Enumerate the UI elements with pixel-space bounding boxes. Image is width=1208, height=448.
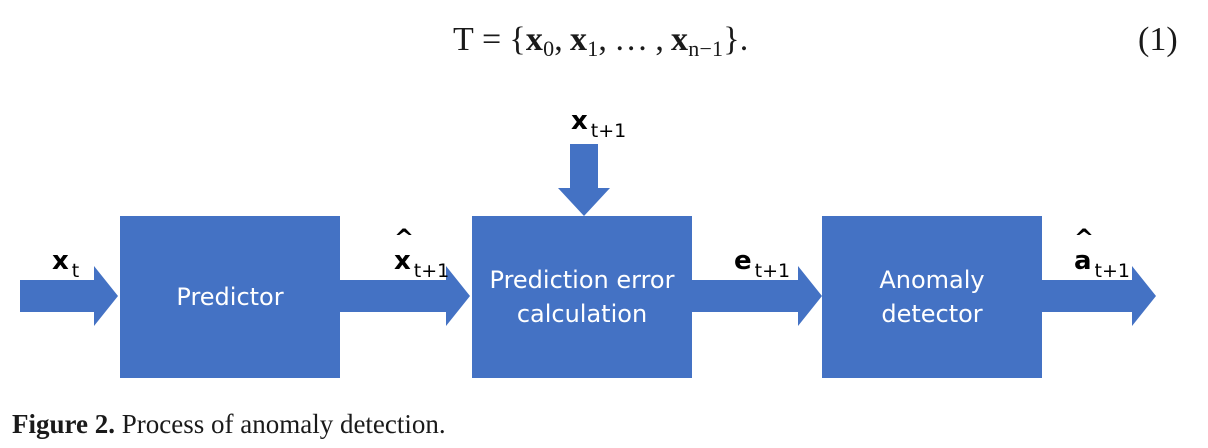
equation-number: (1) (1138, 21, 1178, 58)
equation-1: T={x0, x1, … , xn−1}. (1) (0, 14, 1208, 70)
eq-close-brace: } (723, 21, 740, 58)
arrow-input (20, 266, 118, 326)
arrow-actual-down (558, 144, 610, 216)
arrow-output (1042, 266, 1156, 326)
eq-x1: x1 (570, 21, 599, 61)
eq-ellipsis: … (614, 21, 649, 58)
anomaly-detection-diagram: Predictor Prediction error calculation A… (0, 98, 1208, 388)
prediction-error-block: Prediction error calculation (472, 216, 692, 378)
eq-lhs: T (453, 21, 474, 58)
anomaly-detector-block: Anomaly detector (822, 216, 1042, 378)
equation-body: T={x0, x1, … , xn−1}. (453, 21, 749, 61)
caption-text: Process of anomaly detection. (115, 409, 446, 439)
eq-xn: xn−1 (671, 21, 724, 61)
arrow-error (692, 266, 822, 326)
figure-caption: Figure 2. Process of anomaly detection. (12, 408, 446, 440)
predictor-block: Predictor (120, 216, 340, 378)
eq-open-brace: { (509, 21, 526, 58)
eq-terminator: . (739, 21, 749, 58)
diagram-arrows (20, 144, 1156, 326)
eq-x0: x0 (525, 21, 555, 61)
caption-label: Figure 2. (12, 409, 115, 439)
arrow-prediction (340, 266, 470, 326)
eq-equals: = (481, 21, 502, 58)
